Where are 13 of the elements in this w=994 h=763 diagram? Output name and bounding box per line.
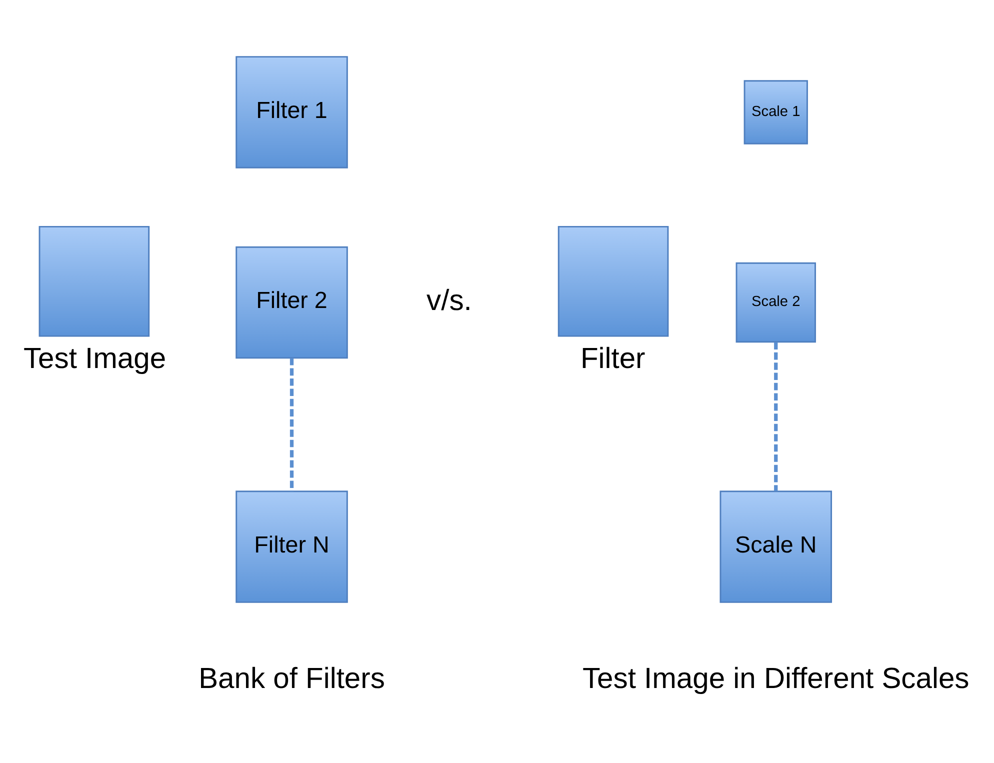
label: v/s. [426,284,472,316]
node-label: Filter [580,342,646,375]
node-box: Scale 1 [744,80,808,144]
node-box: Filter 2 [236,246,348,358]
node-box: Filter N [236,490,348,602]
node-box: Scale 2 [736,262,816,342]
node-box: Scale N [720,490,832,602]
node-label: Test Image [23,342,166,375]
connector [290,358,294,491]
node-box: Filter 1 [236,56,348,168]
connector [774,342,778,491]
label: Test Image in Different Scales [582,662,970,695]
label: Bank of Filters [198,662,385,695]
